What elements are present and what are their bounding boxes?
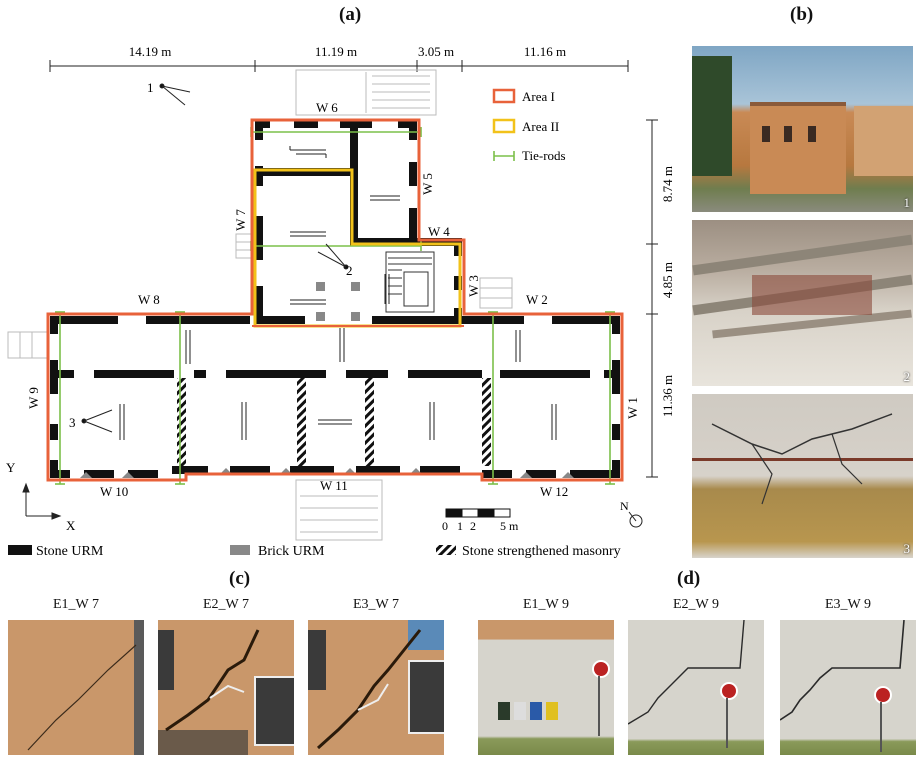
photo-b3-number: 3 — [903, 541, 911, 556]
photo-d2-wall-w9 — [628, 620, 764, 755]
window-openings — [49, 119, 621, 460]
wall-label-w9: W 9 — [26, 387, 41, 409]
wall-label-w1: W 1 — [625, 397, 640, 419]
photo-c3-wall-w7 — [308, 620, 444, 755]
photo-b1-number: 1 — [903, 195, 911, 210]
wall-label-w10: W 10 — [100, 484, 128, 499]
panel-label-b: (b) — [790, 4, 814, 25]
legend-strengthened-swatch — [436, 545, 456, 555]
axis-y-label: Y — [6, 460, 16, 475]
dim-right-1: 8.74 m — [660, 166, 675, 202]
legend-tierods-label: Tie-rods — [522, 148, 566, 163]
wall-label-w2: W 2 — [526, 292, 548, 307]
scale-bar — [445, 508, 511, 518]
photo-c1-wall-w7 — [8, 620, 144, 755]
area1-outline — [46, 118, 624, 482]
dim-top-2: 11.19 m — [315, 44, 357, 59]
brick-walls — [80, 282, 574, 478]
wall-label-w5: W 5 — [420, 173, 435, 195]
legend-strengthened-label: Stone strengthened masonry — [462, 544, 621, 559]
viewpoint-markers — [81, 83, 349, 433]
scale-tick-2: 2 — [470, 519, 476, 533]
d-label-e3: E3_W 9 — [824, 597, 871, 612]
legend-stone-swatch — [8, 545, 32, 555]
dim-top-1: 14.19 m — [129, 44, 172, 59]
wall-label-w6: W 6 — [316, 100, 338, 115]
photo-d3-wall-w9 — [780, 620, 916, 755]
axis-x-label: X — [66, 518, 76, 533]
wall-label-w12: W 12 — [540, 484, 568, 499]
panel-label-a: (a) — [339, 4, 362, 25]
legend-area1-swatch — [492, 88, 516, 104]
main-walls — [50, 120, 620, 478]
photo-b2-number: 2 — [903, 369, 911, 384]
dim-right-3: 11.36 m — [660, 375, 675, 417]
floor-plan: 14.19 m 11.19 m 3.05 m 11.16 m 8.74 m 4.… — [6, 44, 675, 559]
north-label: N — [620, 499, 629, 513]
wall-label-w3: W 3 — [466, 275, 481, 297]
wall-label-w8: W 8 — [138, 292, 160, 307]
d-label-e1: E1_W 9 — [522, 597, 569, 612]
photo-d1-wall-w9 — [478, 620, 614, 755]
internal-staircase — [385, 251, 435, 313]
north-arrow-icon — [628, 511, 643, 528]
scale-tick-5: 5 m — [500, 519, 519, 533]
legend-brick-label: Brick URM — [258, 544, 325, 559]
right-dimension-line — [646, 119, 658, 478]
span-arrows — [119, 146, 557, 440]
panel-label-d: (d) — [677, 568, 701, 589]
marker-3: 3 — [69, 415, 76, 430]
dim-top-3: 3.05 m — [418, 44, 454, 59]
photo-b2-collapsed-ceiling: 2 — [692, 220, 913, 386]
scale-tick-1: 1 — [457, 519, 463, 533]
legend-brick-swatch — [230, 545, 250, 555]
photo-b3-cracked-wall: 3 — [692, 394, 913, 558]
dim-top-4: 11.16 m — [524, 44, 566, 59]
photo-b1-damaged-building: 1 — [692, 46, 913, 212]
panel-label-c: (c) — [229, 568, 251, 589]
dim-right-2: 4.85 m — [660, 262, 675, 298]
marker-2: 2 — [346, 263, 353, 278]
wall-label-w11: W 11 — [320, 478, 348, 493]
axes-icon — [22, 482, 62, 520]
scale-tick-0: 0 — [442, 519, 448, 533]
wall-label-w4: W 4 — [428, 224, 450, 239]
strengthened-walls — [177, 378, 491, 466]
legend-tierods-swatch — [493, 151, 515, 161]
d-label-e2: E2_W 9 — [672, 597, 719, 612]
c-label-e1: E1_W 7 — [52, 597, 99, 612]
legend-area1-label: Area I — [522, 89, 555, 104]
photo-c2-wall-w7 — [158, 620, 294, 755]
legend-area2-label: Area II — [522, 119, 559, 134]
c-label-e2: E2_W 7 — [202, 597, 249, 612]
legend-area2-swatch — [492, 118, 516, 134]
c-label-e3: E3_W 7 — [352, 597, 399, 612]
legend-stone-label: Stone URM — [36, 544, 104, 559]
wall-label-w7: W 7 — [233, 209, 248, 231]
marker-1: 1 — [147, 80, 154, 95]
external-stairs — [7, 69, 513, 541]
